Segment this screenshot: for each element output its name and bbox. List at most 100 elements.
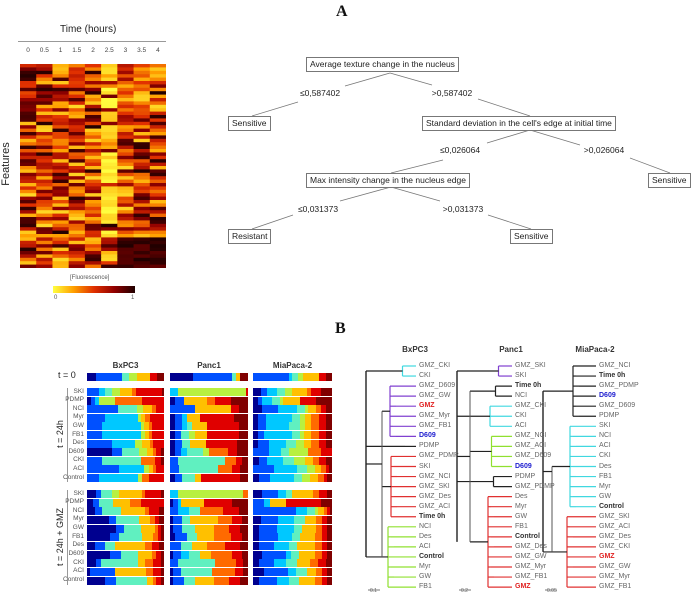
bar-24h xyxy=(87,456,164,465)
bar-segment xyxy=(184,396,208,405)
dendrogram-leaf: Myr xyxy=(599,482,611,490)
bar-segment xyxy=(160,550,164,559)
bar-segment xyxy=(142,474,149,482)
bar-segment xyxy=(105,541,115,550)
heatmap-cell xyxy=(101,162,118,167)
dendrogram-leaf: Myr xyxy=(419,563,431,570)
bar-segment xyxy=(87,576,106,585)
bar-segment xyxy=(102,431,141,439)
heatmap-cell xyxy=(101,203,118,208)
heatmap-cell xyxy=(36,81,53,85)
bar-24h-gmz xyxy=(170,515,248,524)
bar-segment xyxy=(132,388,137,396)
heatmap-cell xyxy=(52,115,70,119)
heatmap-cell xyxy=(20,118,37,123)
heatmap-cell xyxy=(68,159,86,164)
heatmap-cell xyxy=(52,251,70,255)
bar-segment xyxy=(257,396,263,405)
bar-segment xyxy=(327,490,332,498)
heatmap-cell xyxy=(20,108,37,113)
bar-24h-gmz xyxy=(170,559,248,568)
bar-segment xyxy=(294,515,306,524)
bar-24h-gmz xyxy=(170,550,248,559)
heatmap-cell xyxy=(101,138,118,143)
heatmap-cell xyxy=(149,223,166,228)
bar-segment xyxy=(238,431,248,439)
bar-segment xyxy=(157,524,161,533)
bar-segment xyxy=(96,490,101,498)
heatmap-cell xyxy=(20,210,37,215)
bar-segment xyxy=(305,515,317,524)
heatmap-cell xyxy=(68,220,86,225)
bar-segment xyxy=(262,490,279,498)
heatmap-cell xyxy=(84,261,102,266)
dendrogram-title: BxPC3 xyxy=(402,345,428,354)
heatmap-cell xyxy=(68,152,86,157)
bar-segment xyxy=(276,576,290,585)
heatmap-cell xyxy=(52,87,70,92)
cell-line-title: BxPC3 xyxy=(112,361,139,370)
bar-segment xyxy=(150,373,158,381)
dendrogram-leaf: GMZ_PDMP xyxy=(599,382,639,390)
bar-24h xyxy=(253,422,332,431)
bar-segment xyxy=(295,567,307,576)
heatmap-cell xyxy=(133,206,151,211)
bar-segment xyxy=(116,524,124,533)
bar-segment xyxy=(235,559,244,568)
heatmap-cell xyxy=(149,152,166,157)
bar-segment xyxy=(306,388,312,396)
bar-segment xyxy=(170,490,178,498)
heatmap-cell xyxy=(117,84,135,89)
bar-segment xyxy=(137,550,152,559)
heatmap-cell xyxy=(20,81,37,85)
heatmap-cell xyxy=(101,223,118,228)
bar-segment xyxy=(182,515,191,524)
heatmap-cell xyxy=(84,203,102,208)
heatmap-cell xyxy=(117,87,135,92)
bar-segment xyxy=(273,465,298,474)
heatmap-cell xyxy=(149,247,166,252)
bar-segment xyxy=(93,498,100,507)
heatmap-cell xyxy=(36,67,53,72)
bar-segment xyxy=(300,533,315,542)
heatmap-cell xyxy=(101,94,118,99)
heatmap-cell xyxy=(68,203,86,208)
bar-24h-gmz xyxy=(253,576,332,585)
heatmap-cell xyxy=(133,104,151,109)
bar-segment xyxy=(305,422,312,431)
bar-segment xyxy=(170,541,181,550)
heatmap-cell xyxy=(133,77,151,82)
heatmap-cell xyxy=(84,77,102,82)
bar-segment xyxy=(327,567,332,576)
heatmap-cell xyxy=(117,152,135,157)
bar-segment xyxy=(156,465,164,474)
bar-segment xyxy=(137,405,144,414)
heatmap-cell xyxy=(117,203,135,208)
heatmap-cell xyxy=(68,81,86,85)
bar-24h xyxy=(170,431,248,439)
bar-segment xyxy=(284,388,293,396)
heatmap-cell xyxy=(101,206,118,211)
heatmap-cell xyxy=(52,223,70,228)
heatmap-cell xyxy=(149,261,166,266)
heatmap-cell xyxy=(133,186,151,191)
heatmap-cell xyxy=(117,240,135,245)
bar-segment xyxy=(291,373,299,381)
bar-segment xyxy=(96,559,101,568)
bar-segment xyxy=(204,498,233,507)
bar-segment xyxy=(213,533,231,542)
heatmap-cell xyxy=(52,81,70,85)
heatmap-cell xyxy=(117,176,135,181)
bar-segment xyxy=(87,515,109,524)
bar-segment xyxy=(180,567,213,576)
heatmap-cell xyxy=(52,217,70,221)
bar-segment xyxy=(259,456,268,465)
heatmap-cell xyxy=(68,132,86,136)
heatmap-cell xyxy=(84,172,102,177)
bar-segment xyxy=(253,576,260,585)
tree-edges xyxy=(251,72,671,230)
bar-segment xyxy=(151,550,157,559)
heatmap-cell xyxy=(20,125,37,130)
heatmap-cell xyxy=(133,142,151,147)
